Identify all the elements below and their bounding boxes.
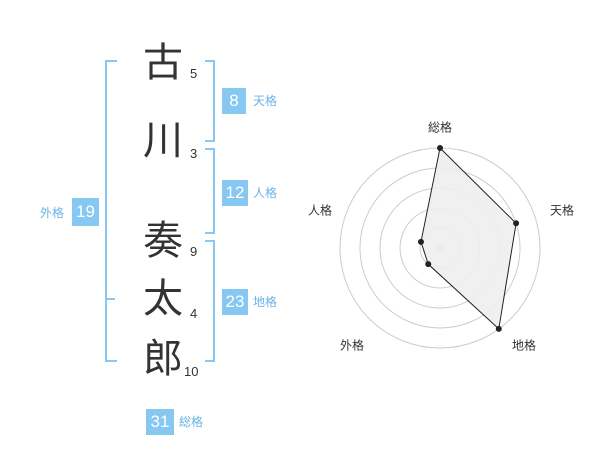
name-char-3: 奏 (143, 218, 183, 264)
radar-axis-label-1: 総格 (428, 120, 452, 135)
jinkaku-bracket (205, 148, 215, 234)
chikaku-label: 地格 (253, 295, 278, 309)
radar-axis-label-5: 人格 (308, 203, 332, 218)
jinkaku-label: 人格 (253, 186, 278, 200)
radar-polygon (420, 146, 517, 330)
radar-point-2 (513, 220, 520, 227)
name-char-5: 郎 (143, 336, 183, 382)
soukaku-label: 総格 (179, 415, 204, 429)
gaikaku-bracket (105, 60, 117, 362)
gaikaku-label: 外格 (40, 206, 65, 220)
gaikaku-value: 19 (72, 198, 99, 226)
stroke-count-2: 3 (190, 146, 198, 161)
stroke-count-4: 4 (190, 306, 198, 321)
stroke-count-5: 10 (184, 364, 199, 379)
chikaku-value: 23 (222, 289, 248, 315)
name-char-1: 古 (143, 40, 183, 86)
radar-axis-label-2: 天格 (550, 203, 574, 218)
radar-point-3 (495, 325, 502, 332)
name-char-2: 川 (143, 118, 183, 164)
radar-point-1 (437, 145, 443, 151)
tenkaku-label: 天格 (253, 94, 278, 108)
soukaku-value: 31 (146, 409, 174, 435)
radar-point-5 (417, 238, 424, 245)
stroke-count-1: 5 (190, 66, 198, 81)
tenkaku-bracket (205, 60, 215, 142)
jinkaku-value: 12 (222, 180, 248, 206)
stroke-count-3: 9 (190, 244, 198, 259)
chikaku-bracket (205, 240, 215, 362)
radar-axis-label-3: 地格 (512, 338, 536, 353)
name-char-4: 太 (143, 276, 183, 322)
radar-axis-label-4: 外格 (340, 338, 364, 353)
radar-point-4 (425, 261, 432, 268)
gaikaku-bracket-tick (105, 298, 115, 300)
tenkaku-value: 8 (222, 88, 246, 114)
